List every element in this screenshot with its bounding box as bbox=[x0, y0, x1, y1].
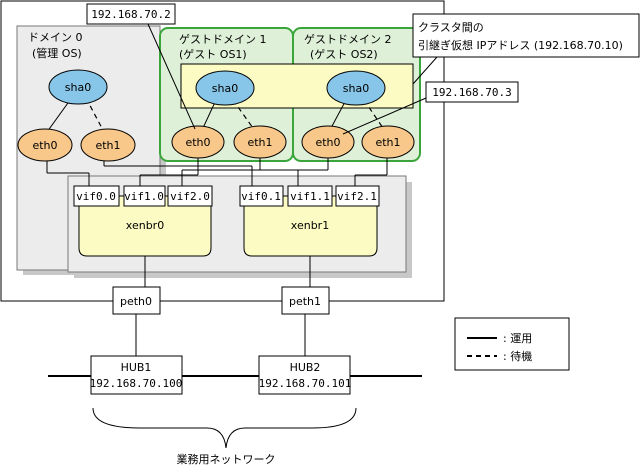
d0-eth1-label: eth1 bbox=[95, 139, 120, 152]
vif0-1-label: vif0.1 bbox=[241, 190, 281, 203]
vif1-1-label: vif1.1 bbox=[290, 190, 330, 203]
g1-sha0-label: sha0 bbox=[212, 82, 238, 95]
g2-eth0-node bbox=[301, 125, 355, 159]
d0-eth0-label: eth0 bbox=[32, 139, 57, 152]
network-label: 業務用ネットワーク bbox=[177, 452, 276, 466]
cluster-ip-line2: 引継ぎ仮想 IPアドレス (192.168.70.10) bbox=[418, 38, 623, 52]
hub1-name: HUB1 bbox=[121, 361, 152, 374]
g2-eth1-node bbox=[361, 125, 415, 159]
ip-g1-callout bbox=[86, 3, 176, 25]
vif2-1-label: vif2.1 bbox=[337, 190, 377, 203]
d0-eth1-node bbox=[80, 128, 136, 162]
line-g1-sha-eth1 bbox=[232, 99, 254, 129]
xenbr0-bridge bbox=[78, 195, 212, 257]
ip-g1-pointer bbox=[147, 23, 196, 130]
peth0-box bbox=[112, 286, 161, 315]
g2-sha0-label: sha0 bbox=[343, 82, 369, 95]
cluster-ip-line1: クラスタ間の bbox=[418, 21, 484, 34]
ip-g1-label: 192.168.70.2 bbox=[91, 8, 170, 21]
hub2-box bbox=[258, 355, 351, 395]
vif1-1-box bbox=[287, 185, 333, 207]
guest2-title: ゲストドメイン 2 bbox=[304, 33, 392, 46]
line-d0-sha-eth1 bbox=[85, 97, 105, 133]
vif1-0-label: vif1.0 bbox=[124, 190, 164, 203]
xenbr1-label: xenbr1 bbox=[291, 219, 329, 232]
g2-eth1-label: eth1 bbox=[375, 136, 400, 149]
guest2-subtitle: (ゲスト OS2) bbox=[310, 48, 378, 61]
domain0-subtitle: (管理 OS) bbox=[32, 46, 82, 60]
xenbr0-label: xenbr0 bbox=[126, 219, 164, 232]
vif2-0-label: vif2.0 bbox=[170, 190, 210, 203]
line-g2-sha-eth1 bbox=[363, 99, 384, 129]
peth1-box bbox=[281, 286, 330, 315]
vif0-1-box bbox=[239, 185, 284, 207]
hub1-ip: 192.168.70.100 bbox=[90, 377, 183, 390]
vif0-0-label: vif0.0 bbox=[76, 190, 116, 203]
line-g1-sha-eth0 bbox=[202, 99, 217, 129]
legend-box bbox=[454, 317, 570, 371]
ip-g2-pointer bbox=[342, 97, 427, 135]
guest1-title: ゲストドメイン 1 bbox=[179, 33, 267, 46]
cluster-ip-pointer bbox=[412, 56, 438, 85]
network-brace bbox=[92, 407, 357, 449]
g1-eth1-label: eth1 bbox=[247, 136, 272, 149]
ip-g2-label: 192.168.70.3 bbox=[432, 86, 511, 99]
cluster-ip-callout bbox=[412, 13, 640, 58]
g1-eth0-label: eth0 bbox=[185, 136, 210, 149]
g1-eth0-node bbox=[171, 125, 225, 159]
ip-g2-callout bbox=[425, 81, 519, 103]
xenbr1-bridge bbox=[243, 195, 378, 257]
d0-eth0-node bbox=[17, 128, 73, 162]
hub1-box bbox=[90, 355, 183, 395]
domain0-title: ドメイン 0 bbox=[28, 31, 83, 44]
hub2-ip: 192.168.70.101 bbox=[259, 377, 352, 390]
hub2-name: HUB2 bbox=[290, 361, 321, 374]
g2-eth0-label: eth0 bbox=[315, 136, 340, 149]
legend-standby-label: : 待機 bbox=[503, 349, 532, 363]
g1-eth1-node bbox=[233, 125, 287, 159]
vif2-0-box bbox=[167, 185, 213, 207]
d0-sha0-node bbox=[48, 69, 108, 105]
legend-active-label: : 運用 bbox=[503, 332, 532, 345]
line-g2-sha-eth0 bbox=[330, 99, 347, 129]
vif1-0-box bbox=[123, 185, 166, 207]
guest1-subtitle: (ゲスト OS1) bbox=[179, 48, 247, 61]
g2-sha0-node bbox=[326, 70, 386, 106]
peth1-label: peth1 bbox=[289, 295, 321, 308]
d0-sha0-label: sha0 bbox=[65, 81, 91, 94]
vif2-1-box bbox=[335, 185, 380, 207]
vif0-0-box bbox=[73, 185, 120, 207]
peth0-label: peth0 bbox=[120, 295, 152, 308]
g1-sha0-node bbox=[195, 70, 255, 106]
